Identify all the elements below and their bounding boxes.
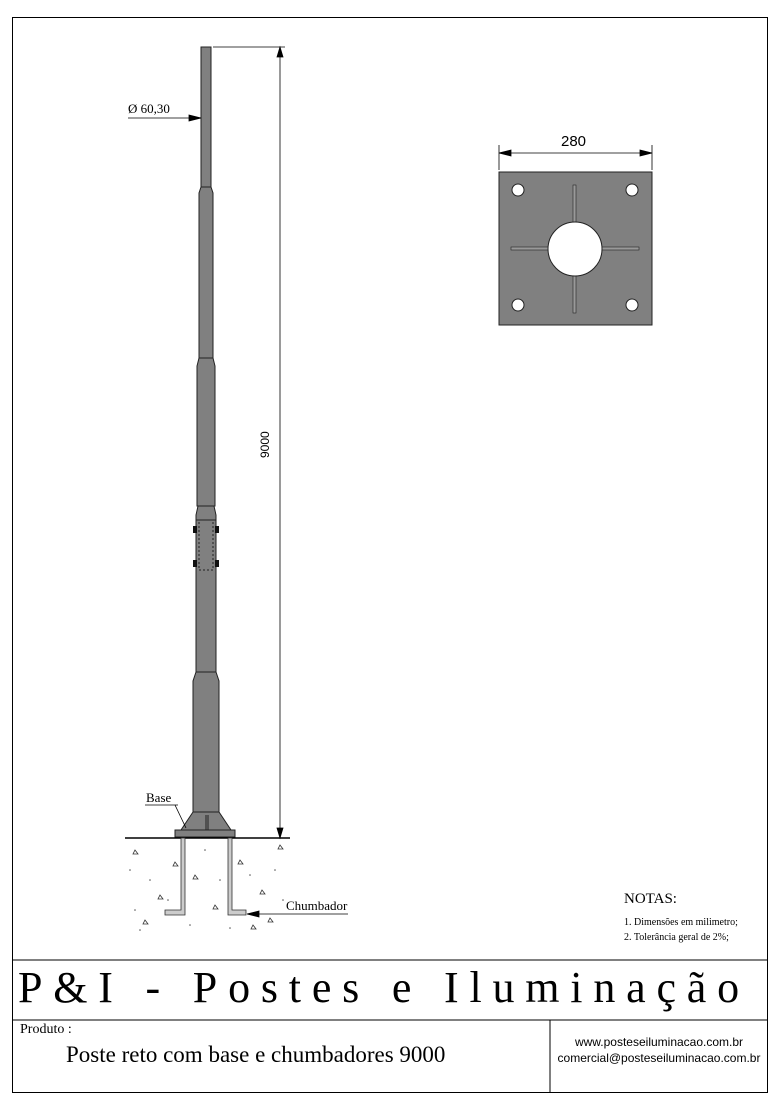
- center-hole: [547, 221, 603, 277]
- product-label: Produto :: [20, 1022, 72, 1037]
- base-leader: [145, 804, 187, 829]
- diameter-leader: [128, 114, 202, 122]
- bolt-hole: [511, 183, 525, 197]
- pole-segment-2: [198, 186, 214, 359]
- anchor-bolts: [164, 837, 247, 916]
- height-dimension: [213, 45, 285, 840]
- email-link[interactable]: comercial@posteseiluminacao.com.br: [557, 1051, 761, 1065]
- note-item: 2. Tolerância geral de 2%;: [624, 932, 729, 943]
- pole-segment-3: [196, 357, 216, 507]
- pole-segment-5: [192, 671, 220, 813]
- anchor-leader: [246, 910, 348, 918]
- sheet-border: [12, 17, 768, 1093]
- pole-segment-1: [200, 46, 212, 188]
- anchor-label: Chumbador: [286, 898, 348, 913]
- diameter-label: Ø 60,30: [128, 101, 170, 116]
- concrete-dots: [129, 849, 284, 931]
- splice-bolts: [193, 526, 219, 567]
- plate-width-dimension: [498, 145, 653, 170]
- company-title: P&I - Postes e Iluminação: [18, 963, 750, 1012]
- pole: [174, 46, 236, 838]
- concrete-hatch: [132, 844, 284, 930]
- notes-heading: NOTAS:: [624, 891, 677, 907]
- bolt-hole: [625, 183, 639, 197]
- bolt-hole: [625, 298, 639, 312]
- product-name: Poste reto com base e chumbadores 9000: [66, 1042, 446, 1067]
- base-plate-side: [174, 829, 236, 838]
- base-plate-top-view: [498, 171, 653, 326]
- bolt-hole: [511, 298, 525, 312]
- base-label: Base: [146, 790, 172, 805]
- contact-block: www.posteseiluminacao.com.br comercial@p…: [552, 1034, 766, 1066]
- note-item: 1. Dimensões em milimetro;: [624, 917, 738, 928]
- plate-width-label: 280: [561, 133, 587, 150]
- height-label: 9000: [258, 431, 272, 458]
- website-link[interactable]: www.posteseiluminacao.com.br: [574, 1035, 744, 1049]
